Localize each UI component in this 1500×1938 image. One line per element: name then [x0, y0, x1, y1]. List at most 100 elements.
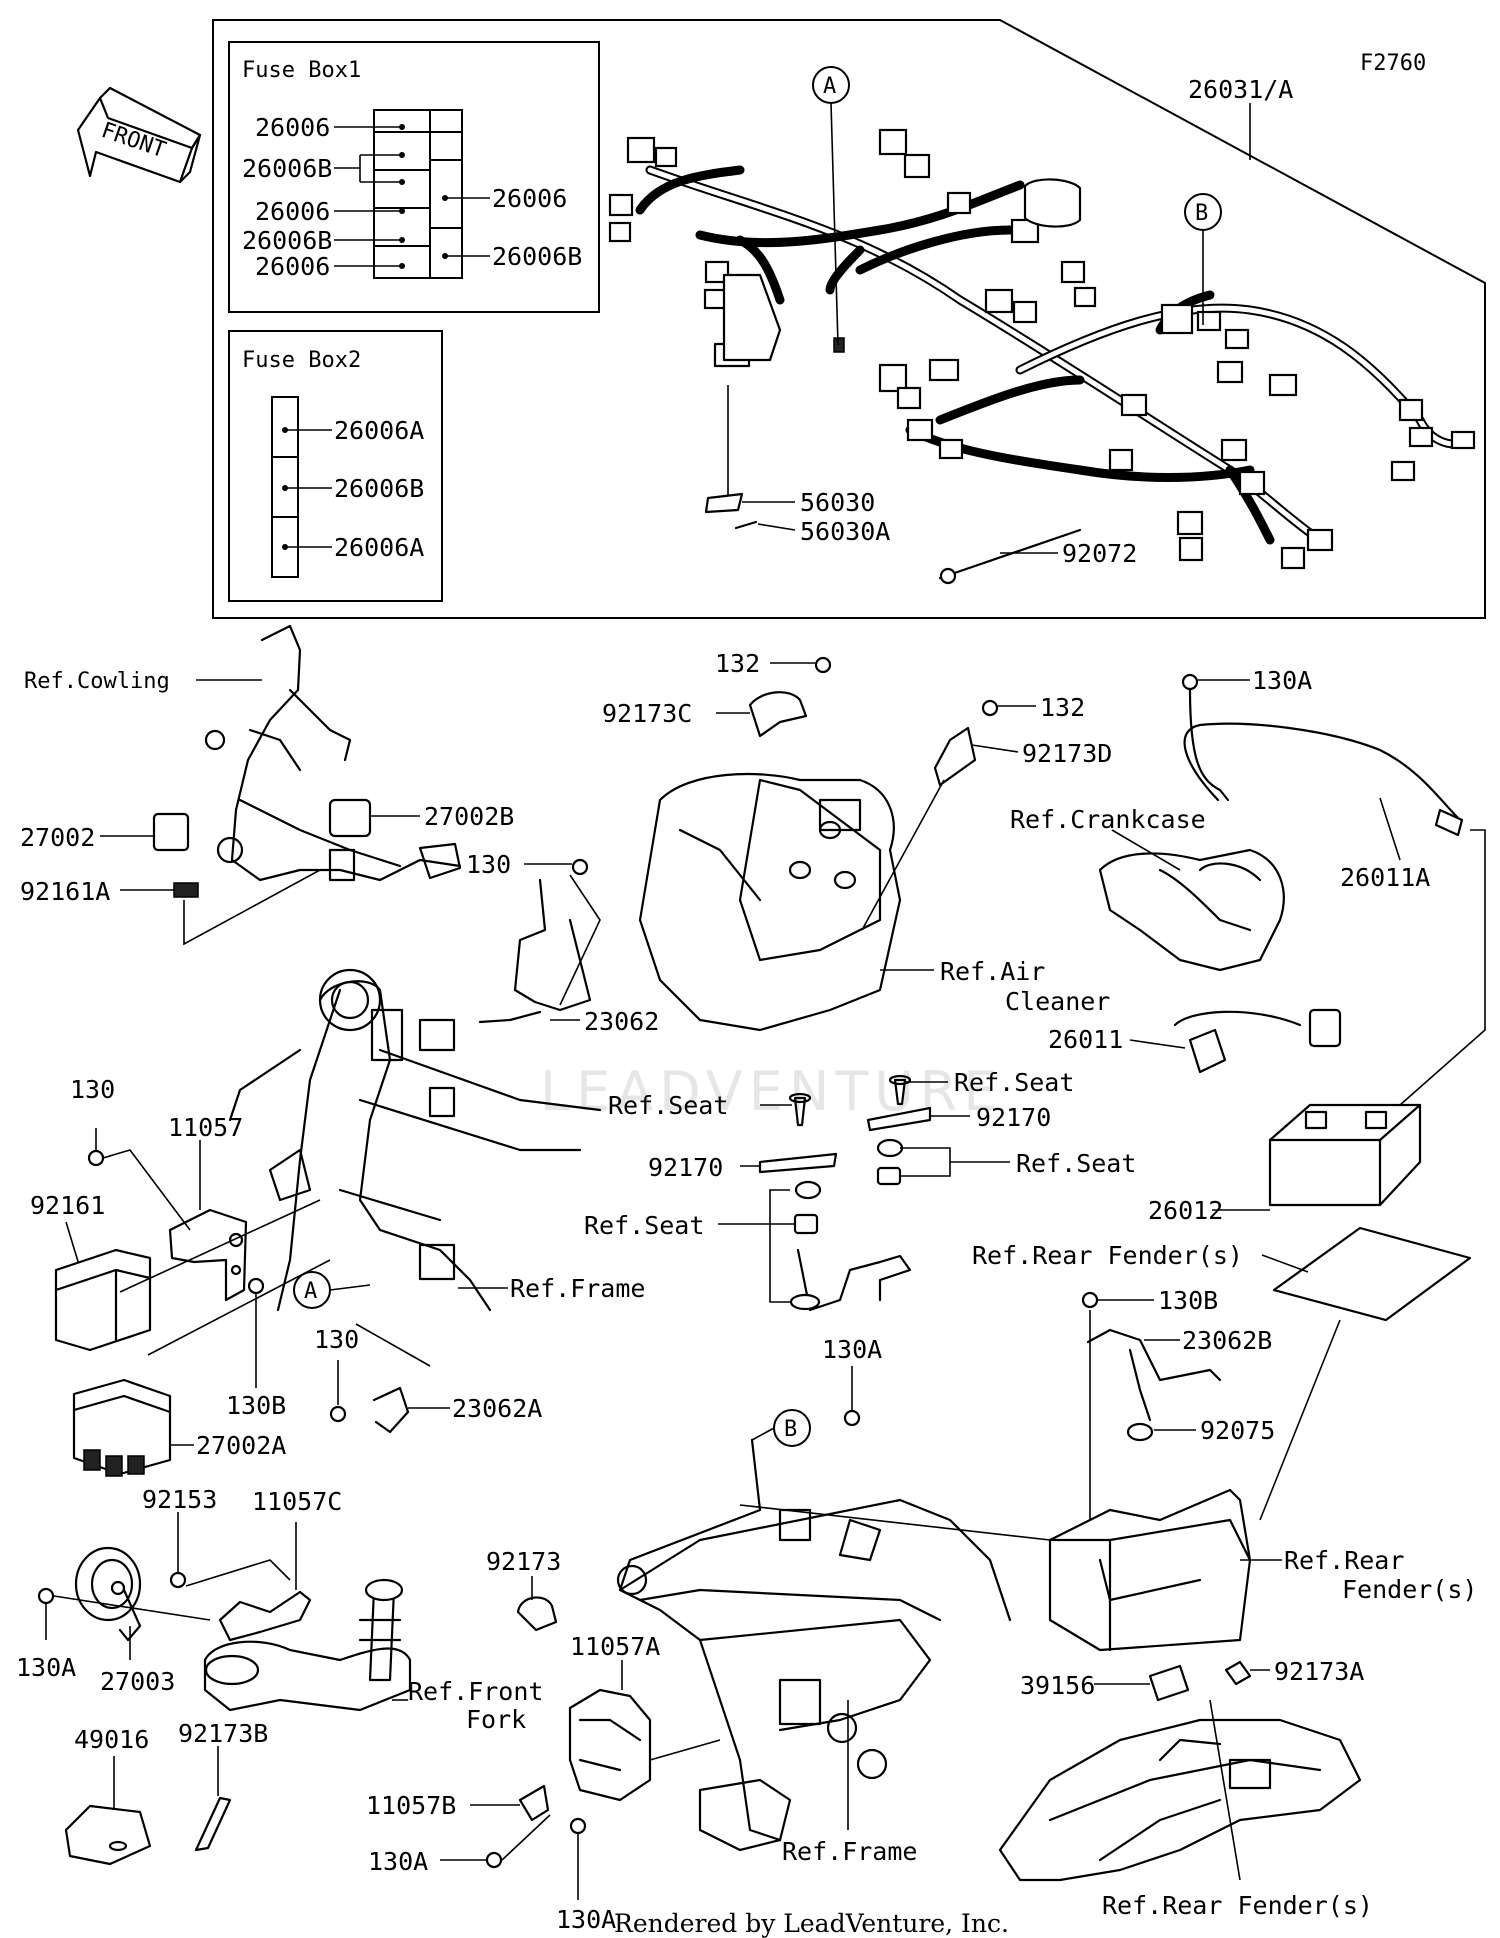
label-11057a: 11057A [570, 1632, 660, 1661]
bolt-130a-mid [843, 1409, 861, 1427]
front-frame [228, 968, 602, 1312]
cowling-bracket [204, 624, 462, 882]
rear-fender [998, 1718, 1362, 1882]
label-130a-bot: 130A [368, 1847, 428, 1876]
bolt-92153 [169, 1571, 187, 1589]
fuse-box1-left-4: 26006B [242, 226, 332, 255]
clamp-92072 [938, 528, 1082, 580]
label-92075: 92075 [1200, 1416, 1275, 1445]
fuse-box1-right-1: 26006 [492, 184, 567, 213]
fuse-box2-item-3: 26006A [334, 533, 424, 562]
label-ref-crankcase: Ref.Crankcase [1010, 805, 1206, 834]
label-ref-rear-fender2a: Ref.Rear [1284, 1546, 1404, 1575]
bolt-130a-bot2 [569, 1817, 587, 1835]
label-ref-rear-fender3: Ref.Rear Fender(s) [1102, 1891, 1373, 1920]
bracket-23062b [1086, 1328, 1222, 1382]
bolt-130-bracket [571, 858, 589, 876]
label-11057: 11057 [168, 1113, 243, 1142]
bolt-132b [981, 699, 999, 717]
label-92173a: 92173A [1274, 1657, 1364, 1686]
label-92173b: 92173B [178, 1719, 268, 1748]
label-56030a: 56030A [800, 517, 890, 546]
fuse-box1-left-5: 26006 [255, 252, 330, 281]
bolt-130a-top [1181, 673, 1199, 691]
label-26011: 26011 [1048, 1025, 1123, 1054]
diagram-code: F2760 [1360, 51, 1426, 76]
label-11057b: 11057B [366, 1791, 456, 1820]
label-92173: 92173 [486, 1547, 561, 1576]
front-arrow: FRONT [76, 86, 202, 184]
bolt-130a-bot [485, 1851, 503, 1869]
label-130a-mid: 130A [822, 1335, 882, 1364]
cover-49016 [64, 1804, 152, 1866]
bracket-11057 [168, 1208, 248, 1302]
fuse-box1-title: Fuse Box1 [242, 58, 361, 83]
air-cleaner [638, 772, 902, 1032]
part-27002 [152, 812, 190, 852]
bracket-23062a [372, 1386, 410, 1434]
label-ref-seat4: Ref.Seat [584, 1211, 704, 1240]
label-92170b: 92170 [976, 1103, 1051, 1132]
clamp-92173c [748, 691, 808, 738]
bracket-11057b [518, 1784, 550, 1822]
callout-a-top-label: A [823, 74, 836, 99]
label-27003: 27003 [100, 1667, 175, 1696]
label-23062: 23062 [584, 1007, 659, 1036]
bracket-23062 [478, 878, 592, 1024]
callout-b-mid-label: B [784, 1417, 797, 1442]
fuse-box1: Fuse Box1 26006 26006B 26006 26006B 2600… [228, 41, 600, 313]
label-92153: 92153 [142, 1485, 217, 1514]
label-92173d: 92173D [1022, 739, 1112, 768]
fuse-box2-item-1: 26006A [334, 416, 424, 445]
label-130a-top: 130A [1252, 666, 1312, 695]
label-ref-seat1: Ref.Seat [608, 1091, 728, 1120]
label-49016: 49016 [74, 1725, 149, 1754]
callout-b-top-label: B [1195, 201, 1208, 226]
label-ref-front-fork2: Fork [466, 1705, 526, 1734]
part-39156 [1148, 1664, 1190, 1702]
battery-pad [1272, 1226, 1472, 1322]
label-ref-frame2: Ref.Frame [782, 1837, 917, 1866]
label-ref-front-fork1: Ref.Front [408, 1677, 543, 1706]
label-130a-bot2: 130A [556, 1905, 616, 1934]
fuse-box1-left-1: 26006 [255, 113, 330, 142]
label-92170a: 92170 [648, 1153, 723, 1182]
label-130-mid: 130 [314, 1325, 359, 1354]
crankcase [1098, 848, 1285, 972]
harness-panel [212, 19, 1486, 619]
label-130-bracket: 130 [466, 850, 511, 879]
fuse-box2: Fuse Box2 26006A 26006B 26006A [228, 330, 443, 602]
label-27002b: 27002B [424, 802, 514, 831]
label-26011a: 26011A [1340, 863, 1430, 892]
callout-a-mid-label: A [304, 1279, 317, 1304]
label-92161: 92161 [30, 1191, 105, 1220]
label-11057c: 11057C [252, 1487, 342, 1516]
footer-credit: Rendered by LeadVenture, Inc. [614, 1909, 1009, 1938]
label-ref-seat3: Ref.Seat [1016, 1149, 1136, 1178]
part-92161a [173, 882, 199, 898]
front-fork [203, 1578, 412, 1712]
bolt-130b-left [247, 1277, 265, 1295]
ecu-27002a [72, 1378, 172, 1477]
label-ref-cowling: Ref.Cowling [24, 669, 170, 694]
clamp-92173a [1224, 1660, 1252, 1686]
battery-26012 [1268, 1103, 1422, 1207]
part-27002b [328, 798, 372, 838]
bolt-130b-right [1081, 1291, 1099, 1309]
bolt-132a [814, 656, 832, 674]
label-ref-air2: Cleaner [1005, 987, 1110, 1016]
label-ref-seat2: Ref.Seat [954, 1068, 1074, 1097]
main-wiring-harness [608, 128, 1476, 570]
label-92072: 92072 [1062, 539, 1137, 568]
fuse-box1-right-2: 26006B [492, 242, 582, 271]
cable-26011a [1183, 722, 1462, 822]
rear-frame [616, 1438, 1012, 1852]
seat-hardware [758, 1074, 932, 1312]
rear-fender-box [1048, 1488, 1252, 1652]
label-132a: 132 [715, 649, 760, 678]
label-130b-right: 130B [1158, 1286, 1218, 1315]
label-130-left: 130 [70, 1075, 115, 1104]
label-130a-horn: 130A [16, 1653, 76, 1682]
label-132b: 132 [1040, 693, 1085, 722]
